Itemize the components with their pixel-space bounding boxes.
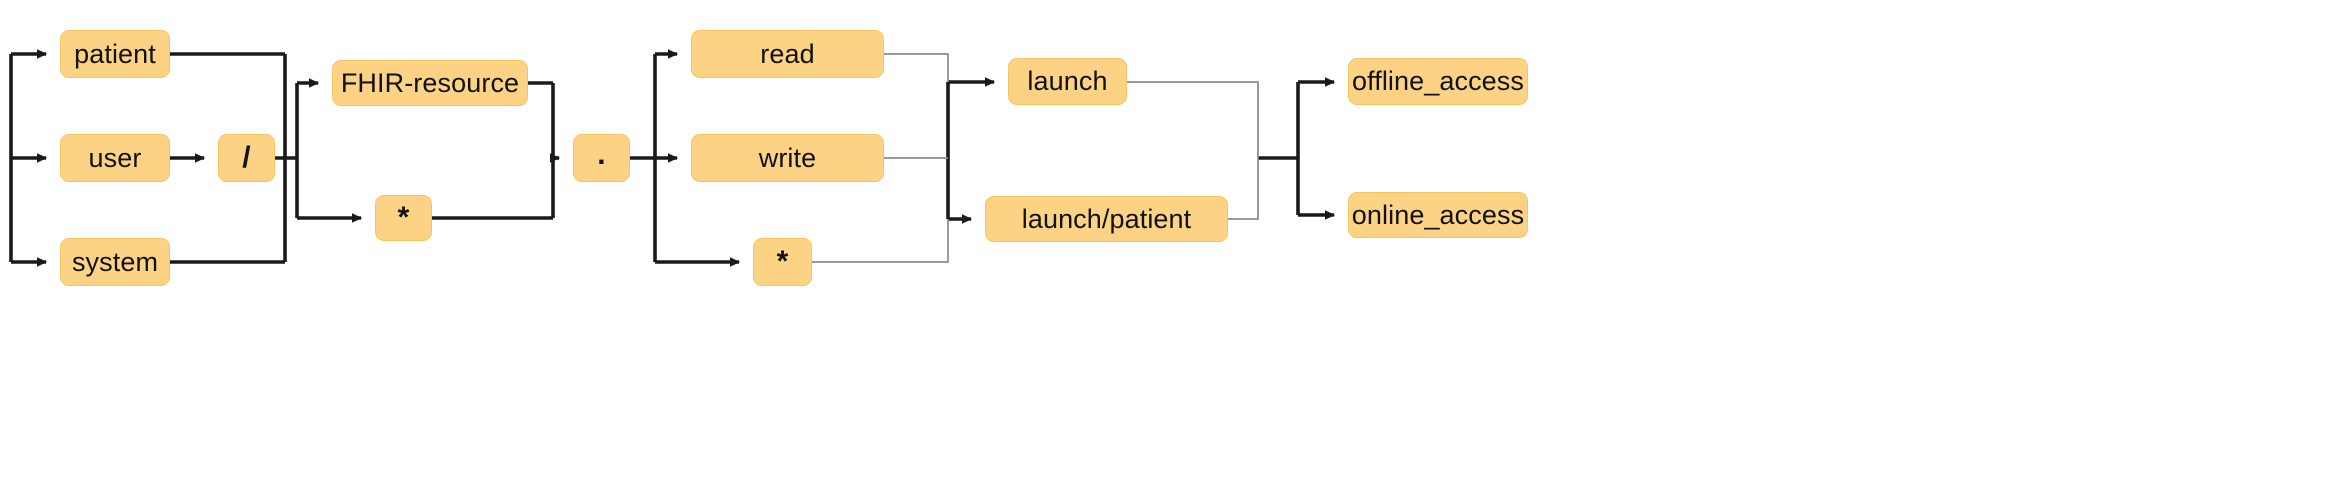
node-action-wildcard[interactable]: * [753,238,812,286]
node-label: * [397,201,410,234]
node-launch[interactable]: launch [1008,58,1127,105]
node-label: FHIR-resource [340,67,520,98]
node-patient[interactable]: patient [60,30,170,78]
node-read[interactable]: read [691,30,884,78]
node-label: read [760,38,815,69]
node-system[interactable]: system [60,238,170,286]
node-launch-patient[interactable]: launch/patient [985,196,1228,242]
node-user[interactable]: user [60,134,170,182]
node-dot[interactable]: . [573,134,630,182]
node-slash[interactable]: / [218,134,275,182]
node-offline-access[interactable]: offline_access [1348,58,1528,105]
node-label: / [242,141,251,174]
node-label: system [71,246,159,277]
node-label: launch [1027,66,1108,96]
node-resource-wildcard[interactable]: * [375,195,432,241]
node-online-access[interactable]: online_access [1348,192,1528,238]
node-label: patient [74,38,156,69]
node-label: * [776,245,789,278]
node-label: . [597,138,606,171]
node-label: user [88,142,142,173]
node-label: write [758,142,817,173]
node-fhir-resource[interactable]: FHIR-resource [332,60,528,106]
node-label: launch/patient [1021,203,1192,234]
node-write[interactable]: write [691,134,884,182]
node-label: online_access [1351,199,1525,230]
node-label: offline_access [1351,66,1524,96]
